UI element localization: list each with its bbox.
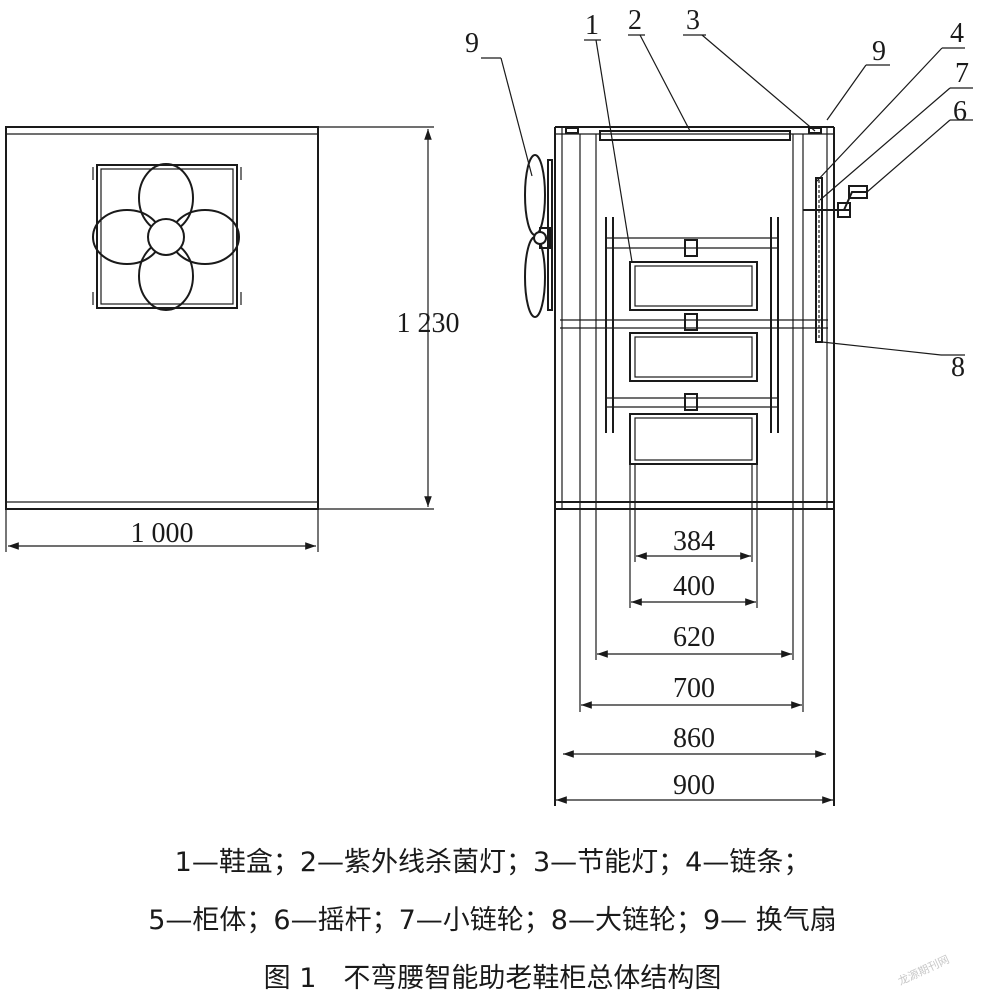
side-view	[524, 126, 868, 806]
label-400: 400	[673, 571, 715, 602]
front-cabinet-outline	[5, 126, 319, 510]
figure-title: 图 1 不弯腰智能助老鞋柜总体结构图	[263, 963, 722, 994]
legend-line-1: 1—鞋盒；2—紫外线杀菌灯；3—节能灯；4—链条；	[174, 847, 811, 878]
label-900: 900	[673, 770, 715, 801]
callout-3: 3	[686, 5, 700, 36]
callout-9-right: 9	[872, 36, 886, 67]
callout-6: 6	[953, 96, 967, 127]
callout-4: 4	[950, 18, 964, 49]
front-fan-icon	[92, 163, 242, 311]
callout-7: 7	[955, 58, 969, 89]
label-620: 620	[673, 622, 715, 653]
front-view	[5, 126, 434, 552]
label-700: 700	[673, 673, 715, 704]
exhaust-fan-icon	[524, 154, 553, 318]
uv-lamp	[599, 130, 791, 141]
callout-labels: 9 1 2 3 9 4 7 6 8	[465, 5, 969, 383]
callout-8: 8	[951, 352, 965, 383]
label-860: 860	[673, 723, 715, 754]
shoe-boxes	[629, 261, 758, 465]
rack-wheels	[560, 217, 828, 433]
label-384: 384	[673, 526, 715, 557]
callout-1: 1	[585, 10, 599, 41]
dimension-labels: 1 000 1 230 384 400 620 700 860 900	[131, 308, 716, 801]
label-front-height: 1 230	[397, 308, 460, 339]
callout-2: 2	[628, 5, 642, 36]
legend-line-2: 5—柜体；6—摇杆；7—小链轮；8—大链轮；9— 换气扇	[148, 905, 837, 936]
label-front-width: 1 000	[131, 518, 194, 549]
callout-9-left: 9	[465, 28, 479, 59]
leader-lines	[481, 34, 973, 356]
